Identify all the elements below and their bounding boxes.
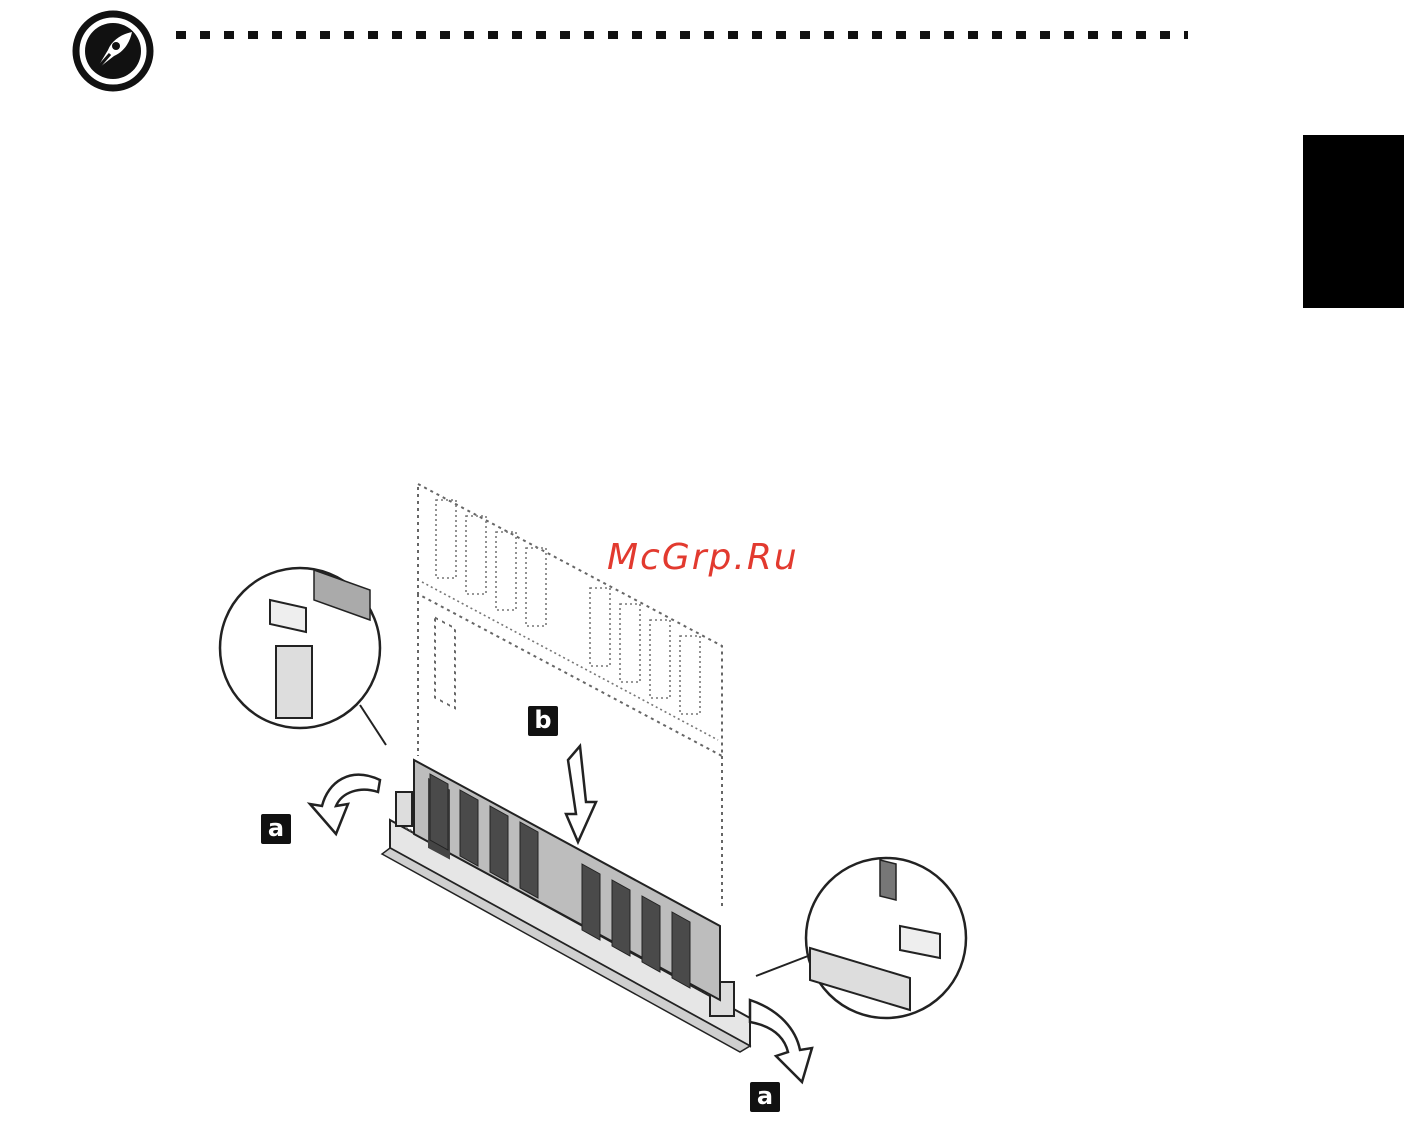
memory-removal-illustration bbox=[210, 470, 990, 1118]
label-a-left: a bbox=[261, 814, 291, 844]
label-b: b bbox=[528, 706, 558, 736]
right-latch-detail bbox=[756, 858, 966, 1018]
lift-arrow-icon bbox=[566, 746, 596, 842]
dotted-separator bbox=[176, 31, 1188, 39]
release-arrow-right-icon bbox=[750, 1000, 812, 1082]
release-arrow-left-icon bbox=[310, 775, 380, 834]
label-a-right: a bbox=[750, 1082, 780, 1112]
watermark: McGrp.Ru bbox=[607, 537, 799, 578]
chapter-tab bbox=[1303, 135, 1404, 308]
note-pen-icon bbox=[72, 10, 154, 92]
left-latch-detail bbox=[220, 568, 386, 745]
